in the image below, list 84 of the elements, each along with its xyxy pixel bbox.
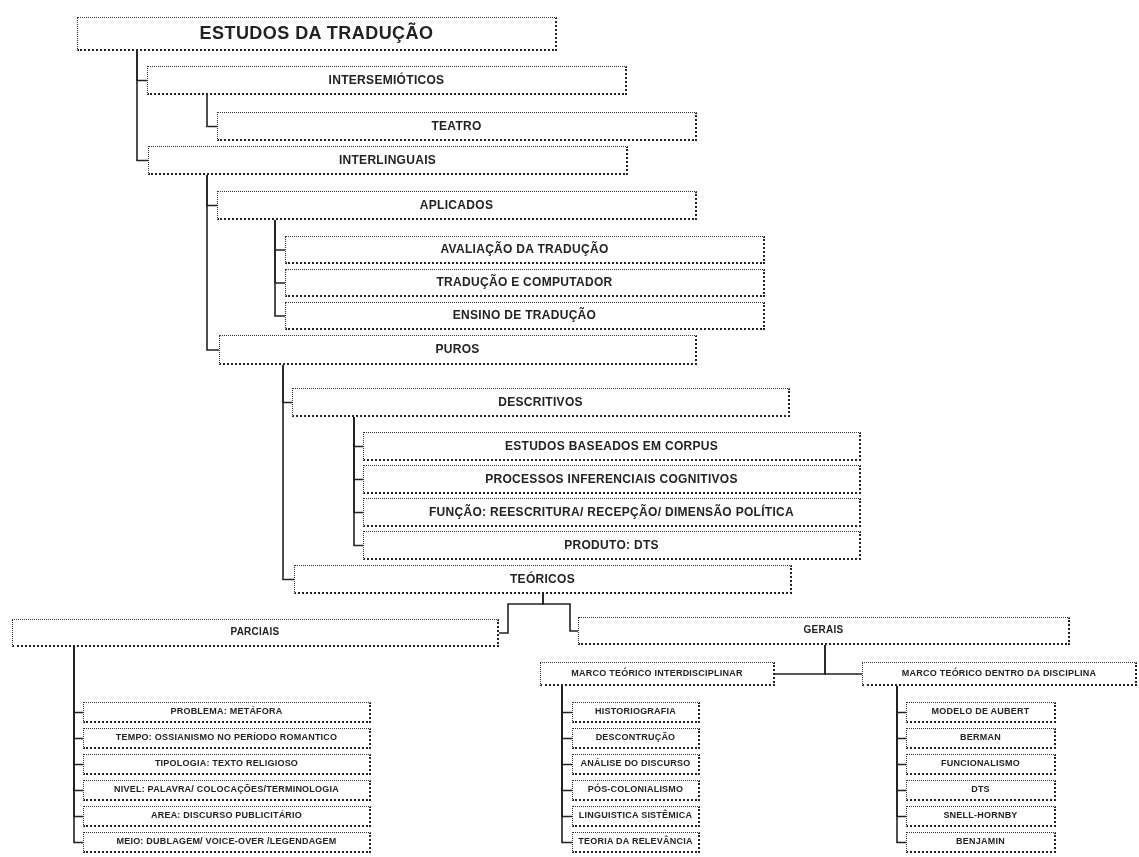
category-box — [12, 619, 499, 647]
connector-line — [136, 50, 149, 162]
box-label: BERMAN — [960, 732, 1001, 744]
category-box — [363, 432, 861, 461]
box-label: MARCO TEÓRICO DENTRO DA DISCIPLINA — [901, 667, 1097, 680]
category-box — [363, 498, 861, 527]
box-label: GERAIS — [803, 624, 844, 637]
box-label: TEÓRICOS — [509, 571, 576, 587]
category-box — [363, 531, 861, 560]
box-label: PROBLEMA: METÁFORA — [170, 706, 283, 718]
category-box — [572, 780, 700, 801]
box-label: DTS — [971, 784, 990, 796]
box-label: FUNÇÃO: REESCRITURA/ RECEPÇÃO/ DIMENSÃO POLÍTICA — [428, 504, 795, 520]
box-label: PARCIAIS — [230, 626, 280, 639]
box-label: TEORIA DA RELEVÂNCIA — [578, 836, 693, 848]
category-box — [285, 236, 765, 264]
category-box — [540, 662, 775, 686]
connector-line — [353, 416, 364, 547]
category-box — [217, 191, 697, 220]
box-label: SNELL-HORNBY — [943, 810, 1018, 822]
connector-line — [824, 644, 863, 675]
box-label: ANÁLISE DO DISCURSO — [580, 758, 691, 770]
category-box — [285, 269, 765, 297]
category-box — [906, 728, 1056, 749]
category-box — [294, 565, 792, 594]
category-box — [572, 754, 700, 775]
box-label: ENSINO DE TRADUÇÃO — [452, 308, 597, 323]
box-label: BENJAMIN — [956, 836, 1005, 848]
box-label: INTERLINGUAIS — [338, 152, 437, 168]
category-box — [217, 112, 697, 141]
category-box — [906, 780, 1056, 801]
box-label: TEATRO — [431, 118, 482, 134]
category-box — [219, 335, 697, 365]
box-label: TRADUÇÃO E COMPUTADOR — [436, 275, 613, 290]
category-box — [148, 146, 628, 175]
category-box — [292, 388, 790, 417]
category-box — [572, 832, 700, 853]
box-label: APLICADOS — [419, 197, 494, 213]
box-label: DESCRITIVOS — [498, 394, 583, 410]
box-label: AVALIAÇÃO DA TRADUÇÃO — [440, 242, 609, 257]
category-box — [83, 728, 371, 749]
category-box — [906, 832, 1056, 853]
category-box — [572, 728, 700, 749]
box-label: TIPOLOGIA: TEXTO RELIGIOSO — [154, 758, 299, 770]
box-label: MARCO TEÓRICO INTERDISCIPLINAR — [571, 667, 743, 680]
category-box — [77, 17, 557, 51]
connector-line — [274, 219, 286, 317]
category-box — [578, 617, 1070, 645]
category-box — [83, 832, 371, 853]
connector-line — [282, 364, 295, 581]
category-box — [83, 702, 371, 723]
box-label: MEIO: DUBLAGEM/ VOICE-OVER /LEGENDAGEM — [116, 836, 337, 848]
category-box — [147, 66, 627, 95]
box-label: HISTORIOGRAFIA — [595, 706, 676, 718]
connector-line — [206, 174, 220, 351]
box-label: AREA: DISCURSO PUBLICITÁRIO — [150, 810, 303, 822]
box-label: MODELO DE AUBERT — [931, 706, 1030, 718]
box-label: INTERSEMIÓTICOS — [328, 72, 445, 88]
category-box — [83, 754, 371, 775]
box-label: LINGUISTICA SISTÊMICA — [578, 810, 693, 822]
category-box — [83, 780, 371, 801]
connector-line — [896, 685, 907, 844]
box-label: TEMPO: OSSIANISMO NO PERÍODO ROMANTICO — [115, 732, 338, 744]
box-label: NIVEL: PALAVRA/ COLOCAÇÕES/TERMINOLOGIA — [114, 784, 339, 796]
connector-line — [561, 685, 573, 844]
box-label: PRODUTO: DTS — [564, 537, 659, 553]
box-label: ESTUDOS BASEADOS EM CORPUS — [504, 438, 719, 454]
category-box — [572, 806, 700, 827]
category-box — [572, 702, 700, 723]
category-box — [906, 702, 1056, 723]
box-label: PROCESSOS INFERENCIAIS COGNITIVOS — [485, 471, 738, 487]
category-box — [83, 806, 371, 827]
box-label: ESTUDOS DA TRADUÇÃO — [199, 22, 434, 45]
box-label: PUROS — [435, 342, 480, 357]
category-box — [906, 754, 1056, 775]
category-box — [285, 302, 765, 330]
box-label: FUNCIONALISMO — [941, 758, 1020, 770]
connector-line — [542, 593, 579, 632]
box-label: PÓS-COLONIALISMO — [587, 784, 684, 796]
box-label: DESCONTRUÇÃO — [595, 732, 676, 744]
category-box — [862, 662, 1137, 686]
connector-line — [206, 94, 218, 128]
category-box — [906, 806, 1056, 827]
category-box — [363, 465, 861, 494]
